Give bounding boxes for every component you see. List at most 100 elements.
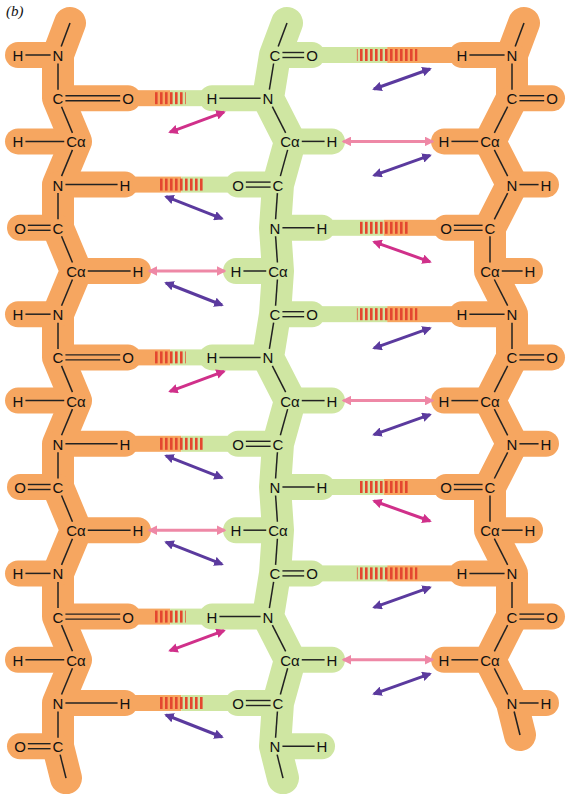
atom-label: H: [327, 393, 338, 408]
single-bond: [25, 573, 50, 575]
single-bond: [451, 400, 478, 402]
double-bond: [246, 700, 271, 701]
atom-label: Cα: [66, 134, 86, 149]
atom-label: H: [541, 436, 552, 451]
single-bond: [25, 141, 64, 143]
single-bond: [282, 486, 314, 488]
double-bond: [28, 230, 51, 231]
atom-label: C: [485, 220, 496, 235]
contact-arrow: [374, 674, 430, 694]
backbone-bond: [511, 582, 513, 608]
backbone-bond: [515, 23, 524, 47]
atom-label: H: [120, 696, 131, 711]
single-bond: [219, 616, 260, 618]
single-bond: [469, 313, 504, 315]
backbone-bond: [62, 496, 73, 522]
atom-label: H: [541, 696, 552, 711]
double-bond: [282, 52, 304, 53]
backbone-bond: [276, 280, 278, 306]
atom-label: H: [317, 220, 328, 235]
backbone-bond: [272, 107, 285, 133]
contact-arrow: [374, 242, 430, 262]
atom-label: N: [270, 739, 281, 754]
double-bond: [65, 354, 120, 355]
atom-label: O: [122, 609, 134, 624]
backbone-bond: [511, 323, 513, 349]
hydrogen-bond-hatch: [159, 438, 203, 450]
single-bond: [219, 97, 260, 99]
contact-arrow: [149, 270, 224, 273]
atom-label: Cα: [480, 393, 500, 408]
backbone-bond: [272, 625, 285, 651]
ribbon-lobe: [275, 474, 322, 500]
panel-label: (b): [6, 4, 24, 19]
contact-arrow: [374, 501, 430, 521]
atom-label: C: [53, 480, 64, 495]
atom-label: Cα: [280, 652, 300, 667]
backbone-bond: [62, 625, 73, 651]
atom-label: Cα: [480, 523, 500, 538]
single-bond: [25, 400, 64, 402]
backbone-bond: [277, 755, 283, 779]
hydrogen-bond-hatch: [357, 567, 418, 579]
atom-label: Cα: [480, 134, 500, 149]
backbone-bond: [494, 409, 507, 435]
atom-label: O: [122, 350, 134, 365]
atom-label: C: [507, 91, 518, 106]
contact-arrow: [149, 529, 224, 532]
strand-ribbons: [18, 23, 552, 778]
atom-label: H: [133, 264, 144, 279]
atom-label: O: [546, 609, 558, 624]
hydrogen-bond-hatch: [359, 222, 408, 234]
atom-label: H: [327, 652, 338, 667]
backbone-bond: [269, 323, 273, 349]
backbone-bond: [272, 366, 285, 392]
double-bond: [65, 618, 120, 619]
atom-label: C: [53, 91, 64, 106]
contact-arrow: [343, 140, 432, 143]
atom-label: N: [263, 350, 274, 365]
atom-label: H: [207, 91, 218, 106]
ribbon-lobe: [512, 85, 552, 111]
atom-label: C: [507, 350, 518, 365]
atom-label: Cα: [480, 652, 500, 667]
backbone-bond: [494, 539, 507, 565]
atom-label: H: [13, 566, 24, 581]
single-bond: [25, 659, 64, 661]
interaction-arrows: [149, 69, 432, 737]
single-bond: [243, 529, 266, 531]
hydrogen-bond-hatch: [155, 611, 186, 623]
backbone-bond: [489, 496, 491, 522]
atom-label: O: [440, 480, 452, 495]
single-bond: [88, 529, 131, 531]
atom-label: Cα: [280, 393, 300, 408]
hydrogen-bond-hatch: [155, 351, 186, 363]
atom-label: C: [270, 307, 281, 322]
double-bond: [282, 57, 304, 58]
double-bond: [282, 570, 304, 571]
backbone-bond: [276, 539, 278, 565]
atom-label: C: [270, 48, 281, 63]
atom-label: H: [317, 739, 328, 754]
atom-label: N: [53, 436, 64, 451]
double-bond: [454, 225, 483, 226]
atom-label: O: [546, 350, 558, 365]
double-bond: [246, 181, 271, 182]
atom-label: H: [13, 134, 24, 149]
double-bond: [28, 484, 51, 485]
atom-label: N: [507, 48, 518, 63]
contact-arrow: [343, 399, 432, 402]
ribbon-lobe: [512, 604, 552, 630]
backbone-bond: [276, 236, 278, 262]
single-bond: [469, 573, 504, 575]
backbone-bond: [494, 668, 507, 694]
atom-label: N: [507, 177, 518, 192]
contact-arrow: [374, 155, 430, 175]
atom-label: Cα: [66, 393, 86, 408]
atom-label: N: [53, 566, 64, 581]
backbone-bond: [489, 236, 491, 262]
single-bond: [502, 270, 523, 272]
double-bond: [28, 743, 51, 744]
atom-label: C: [53, 609, 64, 624]
contact-arrow: [343, 658, 432, 661]
